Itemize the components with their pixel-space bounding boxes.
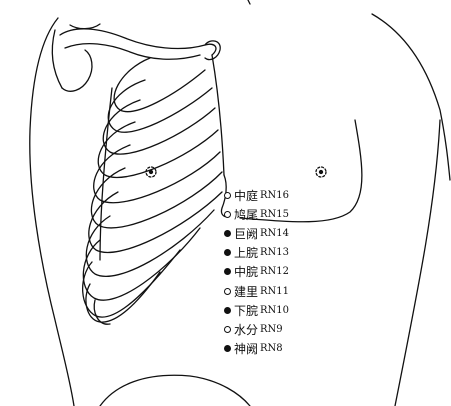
acupoint-code: RN8 bbox=[260, 343, 283, 354]
acupoint-name: 建里 bbox=[234, 283, 258, 300]
clavicle-and-shoulder bbox=[52, 24, 220, 91]
acupoint-name: 巨阙 bbox=[234, 225, 258, 242]
acupoint-name: 水分 bbox=[234, 321, 258, 338]
acupoint-code: RN15 bbox=[260, 209, 289, 220]
acupoint-marker-icon bbox=[224, 249, 231, 256]
acupoint-marker-icon bbox=[224, 345, 231, 352]
acupoint-marker-icon bbox=[224, 307, 231, 314]
acupoint-name: 上脘 bbox=[234, 244, 258, 261]
nipple-right bbox=[316, 167, 326, 177]
acupoint-name: 中脘 bbox=[234, 263, 258, 280]
acupoint-code: RN10 bbox=[260, 305, 289, 316]
acupoint-code: RN12 bbox=[260, 266, 289, 277]
acupoint-marker-icon bbox=[224, 326, 231, 333]
acupoint-marker-icon bbox=[224, 211, 231, 218]
acupoint-code: RN9 bbox=[260, 324, 283, 335]
acupoint-code: RN11 bbox=[260, 286, 289, 297]
acupoint-code: RN14 bbox=[260, 228, 289, 239]
acupoint-marker-icon bbox=[224, 288, 231, 295]
acupoint-code: RN16 bbox=[260, 190, 289, 201]
acupoint-name: 鸠尾 bbox=[234, 206, 258, 223]
acupoint-code: RN13 bbox=[260, 247, 289, 258]
acupoint-marker-icon bbox=[224, 230, 231, 237]
acupoint-marker-icon bbox=[224, 268, 231, 275]
acupoint-name: 下脘 bbox=[234, 302, 258, 319]
acupoint-marker-icon bbox=[224, 192, 231, 199]
acupoint-name: 神阙 bbox=[234, 340, 258, 357]
acupoint-name: 中庭 bbox=[234, 187, 258, 204]
rib-cage bbox=[83, 58, 222, 324]
